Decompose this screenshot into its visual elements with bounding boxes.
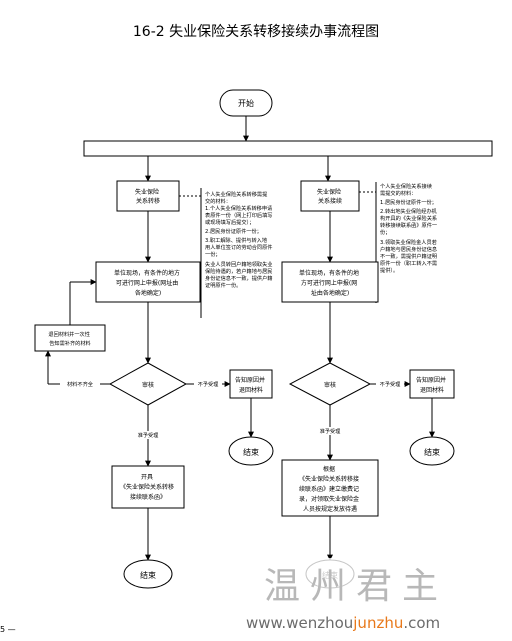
left-accept-label: 准予受理: [138, 431, 160, 439]
left-accept-label-bg: [124, 431, 172, 439]
watermark-url: www.wenzhoujunzhu.com: [246, 614, 440, 632]
issue-letter-box: [111, 465, 185, 509]
connect-box: [300, 180, 360, 212]
right-inform-box: [409, 369, 455, 399]
right-review-label: 审核: [324, 381, 336, 389]
left-inform-label: 告知原因并 退回材料: [235, 376, 267, 394]
transfer-box: [116, 180, 180, 212]
return-materials-box: [34, 324, 106, 352]
right-inform-label: 告知原因并 退回材料: [416, 376, 448, 394]
transfer-box-label: 失业保险 关系转移: [135, 188, 161, 205]
connect-materials-note: 个人失业保险关系接续 需提交的材料： 1.居民身份证原件一份； 2.转出地失业保…: [380, 182, 439, 274]
left-reject-label-bg: [194, 380, 222, 388]
page-number-mark: 5 —: [0, 625, 16, 634]
right-onsite-label: 单位现场，有条件的地 方可进行网上申报(网 址由各地确定): [299, 269, 361, 297]
insufficient-label: 材料不齐全: [67, 380, 94, 388]
left-end-label-2: 结束: [140, 570, 156, 580]
insufficient-label-bg: [60, 380, 100, 388]
left-end-label-1: 结束: [243, 447, 259, 457]
transfer-materials-note: 个人失业保险关系转移需提 交的材料： 1.个人失业保险关系转移申请 表原件一份（…: [205, 190, 274, 289]
connect-box-label: 失业保险 关系接续: [317, 188, 343, 205]
left-end-terminator-1: [228, 436, 274, 466]
left-onsite-label: 单位现场，有条件的地方 可进行网上申报(网址由 各地确定): [114, 269, 182, 297]
right-end-label-1: 结束: [424, 447, 440, 457]
left-inform-box: [229, 369, 273, 399]
process-benefits-box: [281, 459, 379, 517]
start-label: 开始: [238, 98, 254, 108]
process-benefits-label: 根据 《失业保险关系转移接 续联系函》建立缴费记 录，对领取失业保险金 人员按规…: [299, 465, 361, 513]
right-accept-label-bg: [306, 427, 354, 435]
right-reject-label: 不予受理: [380, 380, 402, 388]
page-title: 16-2 失业保险关系转移接续办事流程图: [133, 23, 379, 40]
left-onsite-box: [95, 261, 201, 303]
left-review-label: 审核: [142, 381, 154, 389]
return-materials-label: 退回材料并一次性 告知需补齐的材料: [48, 330, 91, 347]
right-reject-label-bg: [376, 380, 404, 388]
left-end-terminator-2: [123, 559, 173, 589]
watermark-brand: 温州君主: [264, 566, 448, 607]
watermark-backdrop: [228, 558, 512, 641]
right-accept-label: 准予受理: [320, 427, 342, 435]
right-end-terminator-1: [409, 436, 455, 466]
issue-letter-label: 开具 《失业保险关系转移 接续联系函》: [120, 474, 176, 501]
split-bar: [83, 140, 493, 157]
right-onsite-box: [281, 261, 379, 303]
left-reject-label: 不予受理: [198, 380, 220, 388]
